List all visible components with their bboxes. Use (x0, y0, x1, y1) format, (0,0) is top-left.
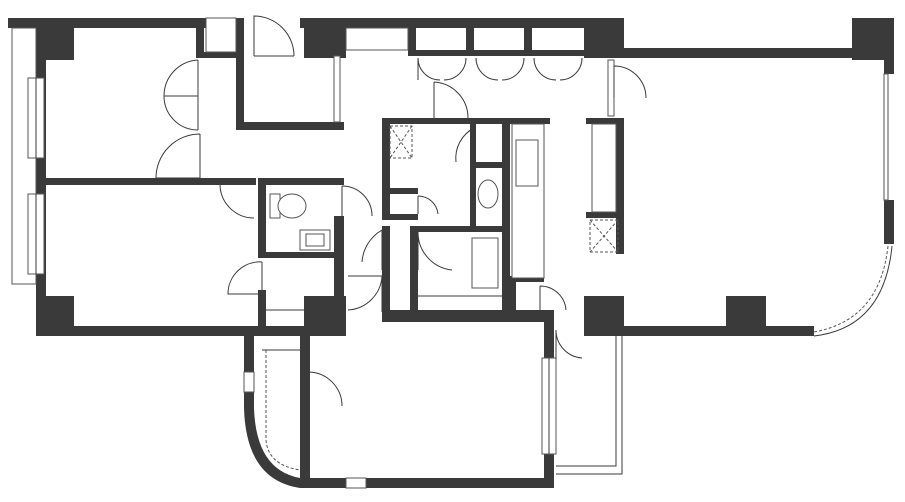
plan-line-19 (304, 18, 346, 58)
plan-line-20 (584, 18, 624, 58)
plan-line-45 (470, 162, 506, 168)
plan-line-49 (586, 118, 622, 124)
plan-line-18 (36, 18, 74, 60)
plan-line-48 (508, 276, 516, 316)
plan-line-70 (163, 59, 199, 97)
toilet-bowl (277, 193, 307, 219)
plan-line-108 (333, 55, 341, 123)
plan-line-0 (8, 18, 238, 28)
plan-line-77 (361, 229, 383, 270)
plan-line-10 (300, 336, 310, 486)
plan-line-46 (502, 118, 510, 318)
plan-line-32 (258, 178, 266, 258)
plan-line-34 (334, 216, 344, 336)
plan-line-50 (616, 118, 624, 254)
plan-line-51 (586, 212, 622, 218)
plan-line-96 (389, 125, 413, 159)
interior-walls (36, 18, 624, 336)
plan-line-4 (36, 18, 46, 328)
plan-line-86 (555, 329, 583, 360)
plan-line-24 (584, 296, 624, 336)
plan-line-72 (155, 133, 201, 179)
plan-line-54 (524, 28, 532, 56)
plan-line-29 (236, 122, 344, 130)
plan-line-43 (410, 226, 504, 232)
plan-line-82 (417, 195, 439, 215)
windows (11, 17, 889, 489)
plan-line-63 (243, 371, 255, 393)
corner-glass-curve (813, 245, 889, 333)
plan-line-87 (613, 65, 647, 99)
bathtub (471, 237, 499, 289)
plan-line-41 (382, 226, 390, 318)
plan-line-33 (258, 252, 336, 258)
structural-columns (36, 18, 894, 336)
plan-line-75 (341, 185, 373, 217)
plan-line-68 (607, 59, 615, 117)
plan-line-83 (417, 231, 453, 271)
fixtures (266, 55, 619, 311)
plan-line-36 (382, 118, 390, 218)
plan-line-88 (417, 57, 467, 81)
plan-line-67 (883, 73, 889, 201)
plan-line-42 (382, 310, 552, 322)
plan-line-97 (389, 125, 413, 159)
plan-line-7 (884, 200, 894, 244)
bay-wall-curve (244, 408, 300, 488)
plan-line-44 (470, 118, 476, 232)
doors (155, 15, 647, 407)
plan-line-26 (196, 18, 204, 58)
plan-line-31 (258, 178, 344, 185)
plan-line-39 (382, 214, 418, 220)
kitchen-sink (515, 139, 539, 187)
corner-glass-outer (813, 245, 893, 337)
tall-cabinet (591, 123, 617, 213)
bay-rail (265, 350, 301, 471)
plan-line-61 (205, 17, 237, 53)
plan-line-62 (345, 27, 409, 51)
plan-line-21 (852, 18, 894, 60)
plan-line-89 (475, 57, 525, 81)
plan-line-84 (539, 285, 567, 311)
plan-line-27 (236, 18, 244, 130)
plan-line-30 (36, 178, 256, 185)
storage-box (389, 125, 413, 159)
plan-line-28 (196, 52, 244, 58)
plan-line-81 (455, 127, 475, 163)
plan-line-71 (163, 95, 199, 131)
plan-line-55 (408, 50, 588, 56)
plan-line-25 (726, 296, 766, 336)
plan-line-76 (227, 261, 263, 295)
plan-line-106 (589, 219, 619, 253)
plan-line-2 (615, 48, 855, 58)
plan-line-22 (36, 296, 74, 336)
plan-line-53 (466, 28, 474, 56)
plan-line-37 (382, 118, 550, 124)
plan-line-9 (300, 478, 554, 488)
plan-line-38 (382, 188, 418, 194)
plan-line-52 (408, 28, 416, 56)
plan-line-69 (556, 336, 623, 475)
plan-line-85 (307, 371, 343, 407)
plan-line-90 (533, 57, 583, 81)
exterior-walls (8, 18, 894, 488)
plan-line-80 (433, 81, 469, 119)
plan-line-8 (584, 326, 814, 336)
plan-line-74 (219, 183, 255, 219)
bath-sink (477, 179, 499, 209)
plan-line-78 (347, 275, 383, 312)
plan-line-94 (305, 233, 325, 247)
plan-line-35 (258, 290, 266, 330)
plan-line-47 (504, 276, 544, 282)
plan-line-73 (253, 15, 295, 57)
plan-line-1 (300, 18, 622, 28)
plan-line-40 (410, 226, 418, 318)
plan-line-5 (36, 326, 306, 336)
plan-line-64 (345, 477, 367, 489)
